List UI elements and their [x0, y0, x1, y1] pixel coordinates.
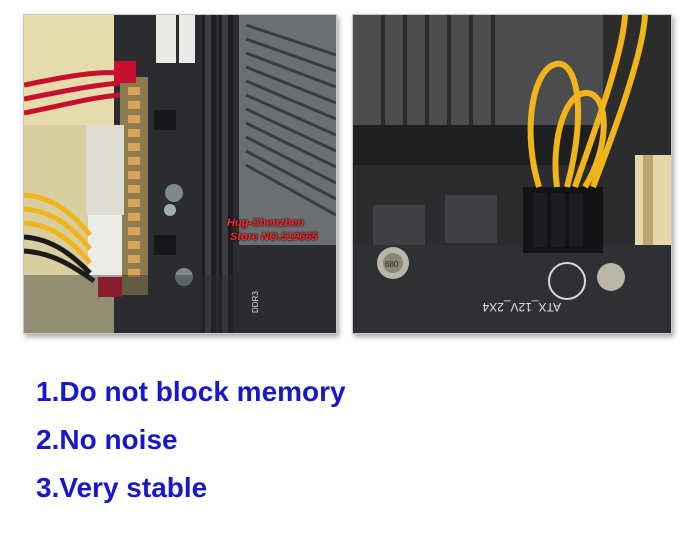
photo-atx-connector: 680 ATX_12V_2X4	[352, 14, 672, 334]
ddr-silkscreen-label: DDR3	[251, 291, 260, 313]
watermark-line-2: Store NO.519665	[230, 231, 318, 243]
motherboard-photo-left: DDR3	[24, 15, 336, 333]
feature-item-3: 3.Very stable	[36, 472, 208, 503]
feature-list: 1.Do not block memory 2.No noise 3.Very …	[36, 368, 346, 512]
atx-silkscreen-label: ATX_12V_2X4	[482, 300, 561, 314]
photo-adapter-installed: DDR3 Hug-Shenzhen Store NO.519665	[23, 14, 337, 334]
feature-item-2: 2.No noise	[36, 424, 178, 455]
motherboard-photo-right: 680 ATX_12V_2X4	[353, 15, 671, 333]
feature-item-1: 1.Do not block memory	[36, 376, 346, 407]
capacitor-label: 680	[385, 260, 399, 269]
watermark-line-1: Hug-Shenzhen	[227, 217, 304, 229]
